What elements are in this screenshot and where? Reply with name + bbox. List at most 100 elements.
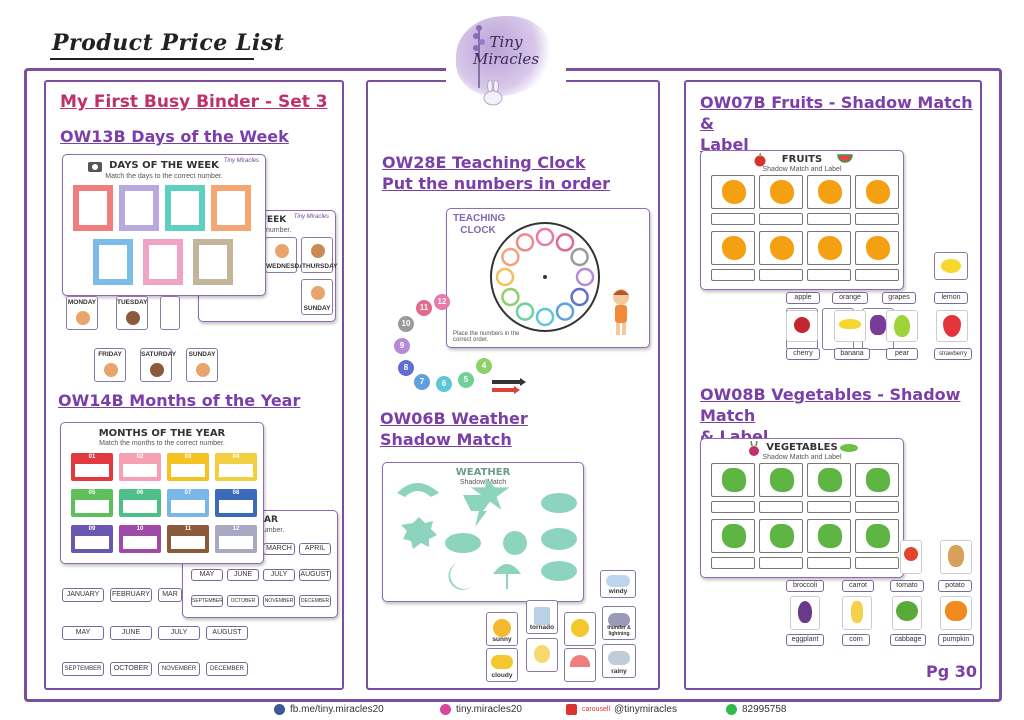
weather-card-title: WEATHER — [455, 467, 511, 478]
month-box: 03 — [167, 453, 209, 481]
label-slot — [855, 269, 899, 281]
label-slot — [855, 557, 899, 569]
day-frame: 7 — [193, 239, 233, 285]
clock-slot — [570, 247, 589, 267]
day-tile: FRIDAY — [94, 348, 126, 382]
fruits-title-line1: OW07B Fruits - Shadow Match & — [700, 93, 973, 133]
shadow-slot — [759, 231, 803, 265]
shadow-shape — [722, 180, 746, 204]
clock-slot — [515, 233, 535, 252]
fruit-tile — [936, 310, 968, 342]
brand-logo: Tiny Miracles — [446, 10, 566, 110]
logo-line1: Tiny — [489, 33, 523, 51]
carousell-handle[interactable]: @tinymiracles — [614, 704, 677, 715]
day-tile-label: SUNDAY — [188, 351, 216, 358]
shadow-shape — [770, 524, 794, 548]
clock-card: TEACHING CLOCK Place the numbers in the … — [446, 208, 650, 348]
weather-tile-label: windy — [608, 588, 628, 595]
shadow-shape — [770, 468, 794, 492]
shadow-shape — [818, 468, 842, 492]
shadow-shape — [866, 468, 890, 492]
veg-tile — [940, 596, 972, 630]
days-card2-brand: Tiny Miracles — [293, 214, 329, 220]
shadow-slot — [711, 519, 755, 553]
instagram-contact[interactable]: tiny.miracles20 — [440, 704, 522, 715]
weather-tile-label: sunny — [492, 636, 512, 643]
facebook-link[interactable]: fb.me/tiny.miracles20 — [290, 704, 384, 715]
whatsapp-number[interactable]: 82995758 — [742, 704, 787, 715]
instagram-icon — [440, 704, 451, 715]
day-tile: SUNDAY — [186, 348, 218, 382]
label-slot — [759, 213, 803, 225]
fruits-title-line2: Label — [700, 135, 749, 154]
month-mini: SEPTEMBER — [191, 595, 223, 607]
shadow-shape — [866, 524, 890, 548]
months-card-front: MONTHS OF THE YEAR Match the months to t… — [60, 422, 264, 564]
label-slot — [807, 269, 851, 281]
veg-tile — [892, 596, 922, 630]
shadow-shape — [770, 236, 794, 260]
instagram-handle[interactable]: tiny.miracles20 — [456, 704, 522, 715]
label-slot — [711, 213, 755, 225]
clock-number-bubble: 10 — [398, 316, 414, 332]
month-box: 04 — [215, 453, 257, 481]
day-tile: SATURDAY — [140, 348, 177, 382]
shadow-slot — [711, 463, 755, 497]
shadow-slot — [855, 519, 899, 553]
day-frame: 2 — [119, 185, 159, 231]
months-section-title: OW14B Months of the Year — [58, 391, 301, 410]
days-card-front: DAYS OF THE WEEK Match the days to the c… — [62, 154, 266, 296]
shadow-slot — [855, 463, 899, 497]
month-word-card: JUNE — [110, 626, 152, 640]
page-header-title: Product Price List — [52, 30, 285, 56]
shadow-slot — [759, 463, 803, 497]
fruit-label: apple — [786, 292, 820, 304]
veg-label: pumpkin — [938, 634, 974, 646]
weather-tile — [564, 648, 596, 682]
weather-title-line1: OW06B Weather — [380, 409, 528, 428]
shadow-shape — [722, 236, 746, 260]
vegetables-card-title: VEGETABLES — [766, 442, 838, 453]
weather-tile-label: rainy — [611, 668, 627, 675]
month-box-num: 05 — [88, 490, 96, 496]
day-frame: 4 — [211, 185, 251, 231]
fruit-tile — [886, 310, 918, 342]
veg-tile — [940, 540, 972, 574]
facebook-contact[interactable]: fb.me/tiny.miracles20 — [274, 704, 384, 715]
logo-text: Tiny Miracles — [464, 34, 548, 68]
fruits-card-sub: Shadow Match and Label — [762, 166, 842, 173]
month-box: 02 — [119, 453, 161, 481]
weather-card: WEATHER Shadow Match — [382, 462, 584, 602]
month-box: 08 — [215, 489, 257, 517]
weather-tile: sunny — [486, 612, 518, 646]
label-slot — [711, 269, 755, 281]
clock-card-title-1: TEACHING — [453, 213, 506, 224]
day-frame: 1 — [73, 185, 113, 231]
weather-tile: tornado — [526, 600, 558, 634]
day-tile-label: TUESDAY — [117, 299, 148, 306]
month-word-card: FEBRUARY — [110, 588, 152, 602]
month-box-num: 03 — [184, 454, 192, 460]
clock-slot — [535, 307, 555, 327]
day-tile-label: FRIDAY — [98, 351, 122, 358]
camera-icon — [88, 162, 102, 172]
month-mini: JUNE — [227, 569, 259, 581]
carousell-contact[interactable]: carousell @tinymiracles — [566, 704, 677, 715]
shadow-shape — [770, 180, 794, 204]
whatsapp-contact[interactable]: 82995758 — [726, 704, 787, 715]
weather-tile — [564, 612, 596, 646]
days-section-title: OW13B Days of the Week — [60, 127, 289, 146]
shadow-shape — [818, 524, 842, 548]
shadow-slot — [855, 175, 899, 209]
day-frame: 5 — [93, 239, 133, 285]
fruit-tile — [786, 310, 818, 342]
shadow-shape — [866, 180, 890, 204]
label-slot — [807, 501, 851, 513]
shadow-shape — [818, 236, 842, 260]
weather-tile-label: tornado — [529, 624, 555, 631]
shadow-slot — [759, 175, 803, 209]
carousell-brand: carousell — [582, 706, 611, 713]
logo-watercolor — [456, 16, 552, 96]
day-tile-label: SATURDAY — [141, 351, 177, 358]
clock-number-bubble: 6 — [436, 376, 452, 392]
